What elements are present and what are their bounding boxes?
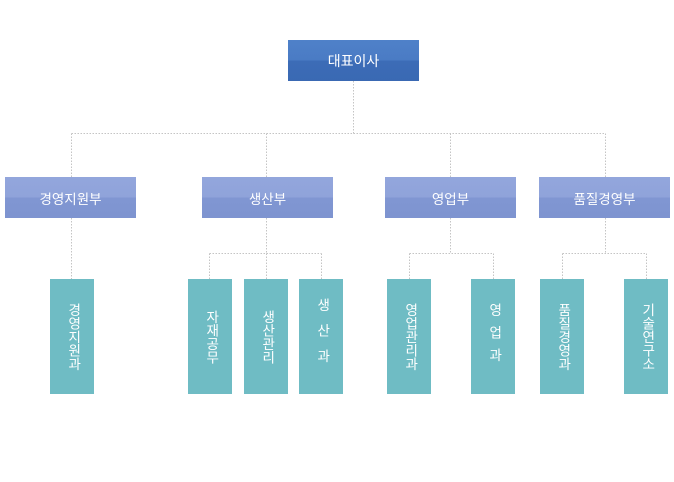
team-label: 자재공무 [202,309,219,364]
team-box-production-management: 생산관리 [244,279,288,394]
team-label: 품질경영과 [554,302,571,371]
team-label: 생산과 [313,298,330,375]
team-label: 경영지원과 [64,302,81,371]
team-box-rnd: 기술연구소 [624,279,668,394]
team-label: 영업관리과 [401,302,418,371]
dept-label: 경영지원부 [39,191,102,208]
team-box-sales: 영업과 [471,279,515,394]
team-label: 영업과 [485,302,502,371]
ceo-label: 대표이사 [327,53,380,70]
dept-box-quality: 품질경영부 [539,177,670,218]
dept-box-production: 생산부 [202,177,333,218]
team-box-production: 생산과 [299,279,343,394]
team-box-quality: 품질경영과 [540,279,584,394]
team-box-sales-management: 영업관리과 [387,279,431,394]
team-box-management-support: 경영지원과 [50,279,94,394]
dept-box-management-support: 경영지원부 [5,177,136,218]
ceo-box: 대표이사 [288,40,419,81]
dept-label: 생산부 [248,191,287,208]
team-label: 기술연구소 [638,302,655,371]
dept-label: 영업부 [431,191,470,208]
dept-label: 품질경영부 [573,191,636,208]
team-label: 생산관리 [258,309,275,364]
team-box-materials: 자재공무 [188,279,232,394]
dept-box-sales: 영업부 [385,177,516,218]
